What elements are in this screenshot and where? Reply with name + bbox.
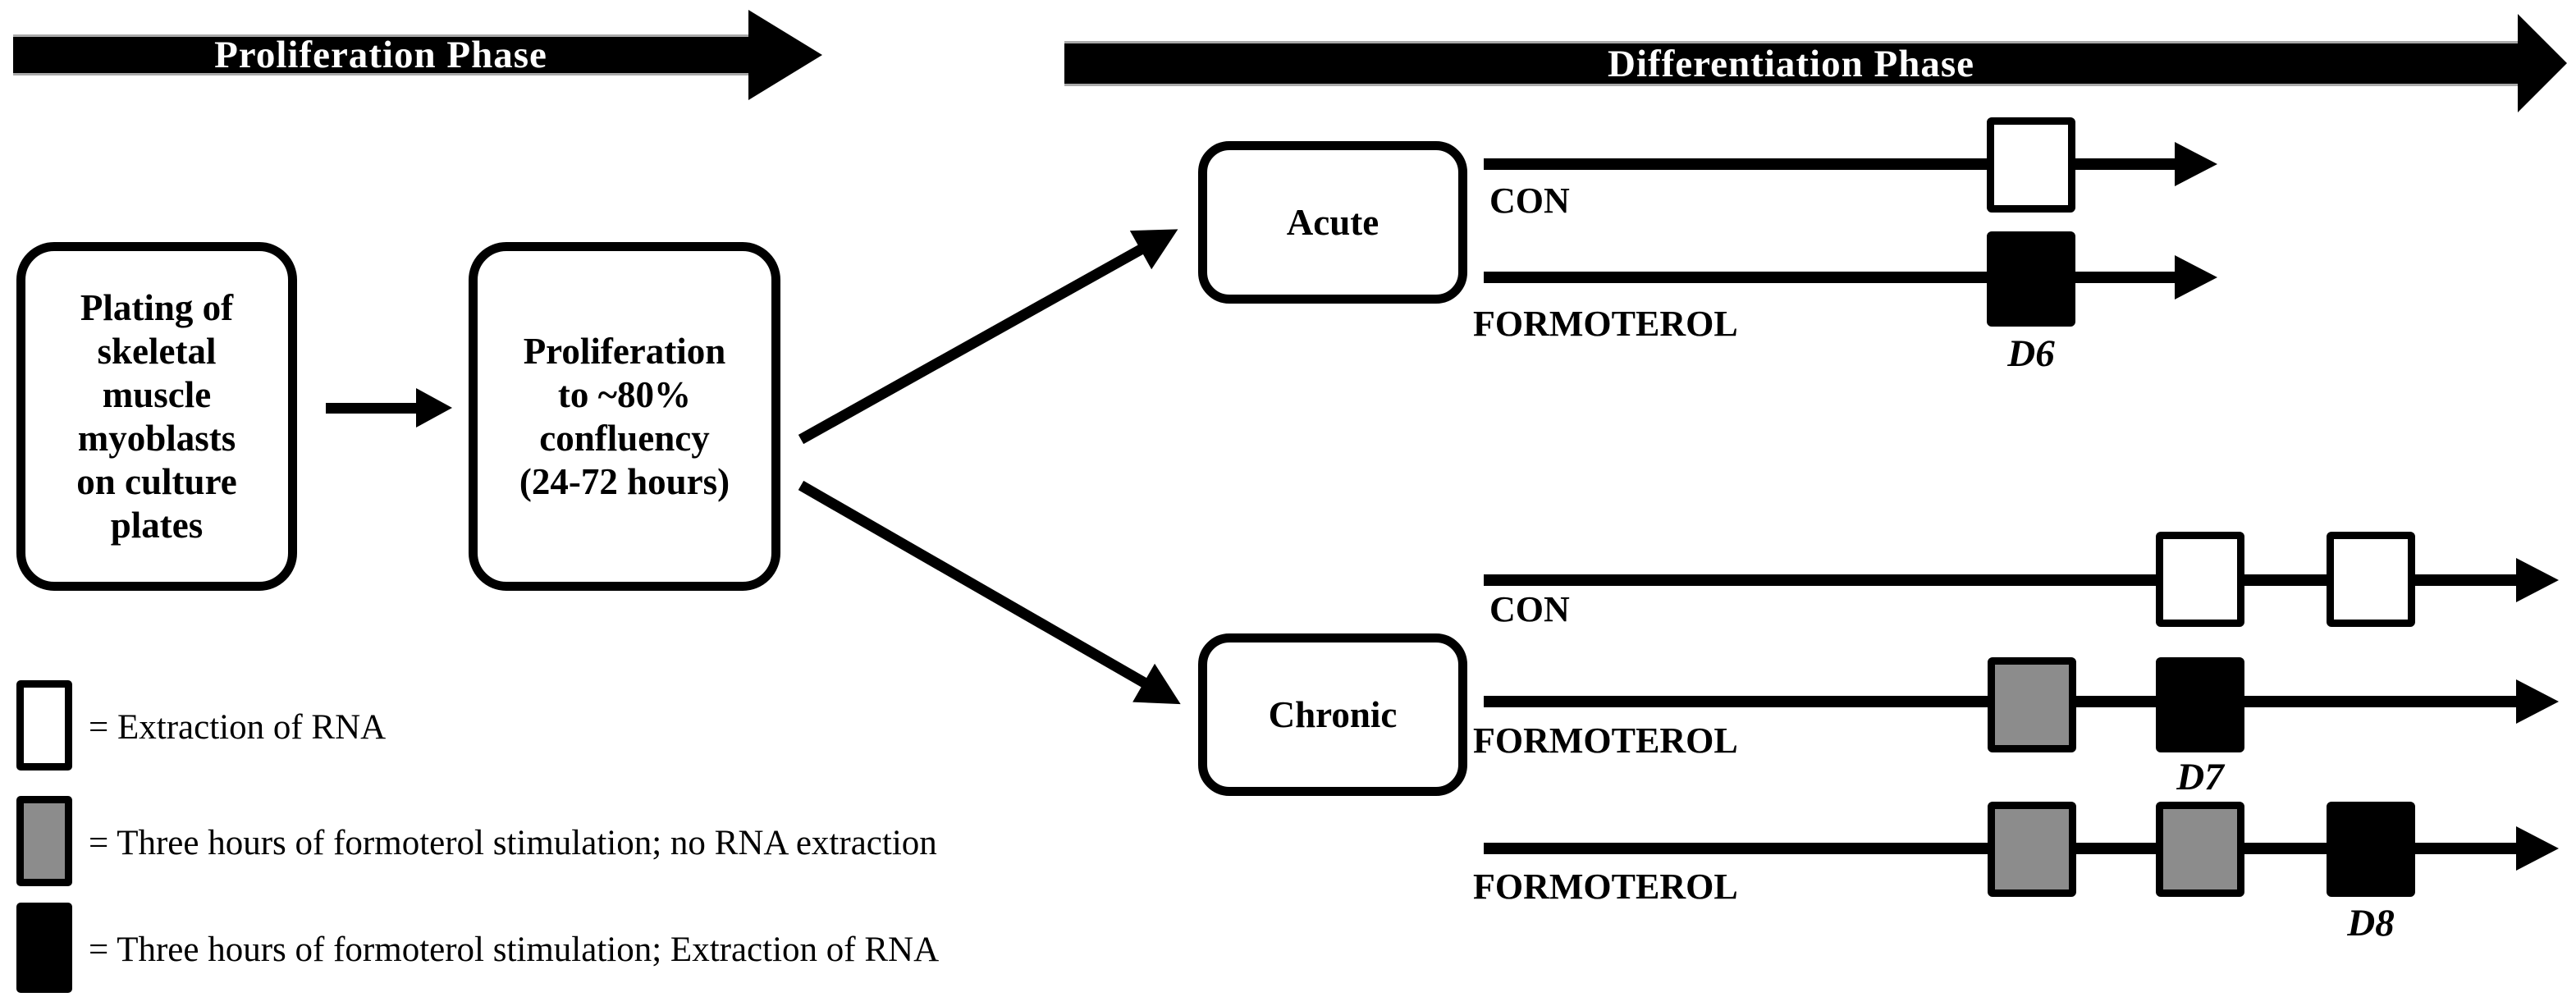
chronic-con-timeline-arrowhead-icon: [2516, 558, 2559, 602]
proliferation-phase-banner: Proliferation Phase: [13, 34, 748, 76]
chronic-con-label: CON: [1489, 589, 1570, 629]
acute-box-label: Acute: [1286, 201, 1380, 243]
proliferation-box-line: Proliferation: [523, 330, 726, 372]
proliferation-banner-arrowhead-icon: [748, 10, 822, 100]
plating-box-line: skeletal: [97, 330, 217, 372]
differentiation-phase-banner-label: Differentiation Phase: [1608, 42, 1974, 85]
branch-arrow-to-chronic: [798, 480, 1192, 724]
plating-to-proliferation-arrow: [326, 403, 418, 414]
chronic-day7-label: D7: [2176, 756, 2224, 798]
acute-con-timeline-arrowhead-icon: [2175, 142, 2217, 186]
chronic-d7-stim-no-extraction-marker: [1988, 657, 2076, 752]
plating-box-line: myoblasts: [77, 417, 236, 459]
proliferation-box-line: confluency: [539, 417, 710, 459]
proliferation-box-line: (24-72 hours): [519, 460, 730, 502]
chronic-formoterol-d7-label: FORMOTEROL: [1473, 720, 1738, 761]
plating-box-line: muscle: [102, 373, 212, 415]
branch-arrow-to-acute-arrowhead-icon: [1129, 209, 1189, 269]
chronic-formoterol-d7-arrowhead-icon: [2516, 679, 2559, 724]
chronic-con-timeline: [1484, 574, 2519, 586]
acute-formoterol-label: FORMOTEROL: [1473, 304, 1738, 344]
acute-day6-label: D6: [2007, 332, 2055, 375]
chronic-d8-stim-no-extraction-marker-2: [2156, 802, 2244, 897]
chronic-con-rna-extraction-marker-2: [2327, 532, 2415, 627]
chronic-day8-label: D8: [2347, 902, 2395, 944]
acute-con-label: CON: [1489, 181, 1570, 221]
plating-box-line: on culture: [76, 460, 237, 502]
plating-box-line: plates: [110, 504, 204, 546]
chronic-box: Chronic: [1198, 633, 1467, 796]
branch-arrow-to-chronic-arrowhead-icon: [1132, 663, 1192, 724]
chronic-d7-stim-extraction-marker: [2156, 657, 2244, 752]
chronic-d8-stim-extraction-marker: [2327, 802, 2415, 897]
legend-black-square-icon: [16, 903, 72, 993]
legend-gray-text: = Three hours of formoterol stimulation;…: [89, 824, 937, 862]
legend-gray-square-icon: [16, 796, 72, 886]
chronic-formoterol-d8-label: FORMOTEROL: [1473, 867, 1738, 907]
differentiation-phase-banner: Differentiation Phase: [1064, 41, 2518, 86]
acute-formoterol-stim-extraction-marker: [1987, 231, 2075, 327]
chronic-formoterol-d8-arrowhead-icon: [2516, 826, 2559, 871]
acute-box: Acute: [1198, 141, 1467, 304]
plating-to-proliferation-arrowhead-icon: [416, 388, 452, 428]
branch-arrow-to-acute: [798, 209, 1189, 445]
chronic-d8-stim-no-extraction-marker-1: [1988, 802, 2076, 897]
plating-box-line: Plating of: [80, 286, 234, 328]
legend-white-square-icon: [16, 680, 72, 771]
legend-black-text: = Three hours of formoterol stimulation;…: [89, 931, 940, 969]
chronic-box-label: Chronic: [1268, 693, 1398, 735]
chronic-con-rna-extraction-marker-1: [2156, 532, 2244, 627]
legend-white-text: = Extraction of RNA: [89, 708, 387, 747]
proliferation-box-line: to ~80%: [557, 373, 692, 415]
acute-formoterol-timeline-arrowhead-icon: [2175, 255, 2217, 300]
plating-box: Plating of skeletal muscle myoblasts on …: [16, 242, 297, 591]
proliferation-box: Proliferation to ~80% confluency (24-72 …: [469, 242, 780, 591]
proliferation-phase-banner-label: Proliferation Phase: [214, 34, 547, 76]
differentiation-banner-arrowhead-icon: [2518, 14, 2567, 112]
acute-con-rna-extraction-marker: [1987, 117, 2075, 213]
